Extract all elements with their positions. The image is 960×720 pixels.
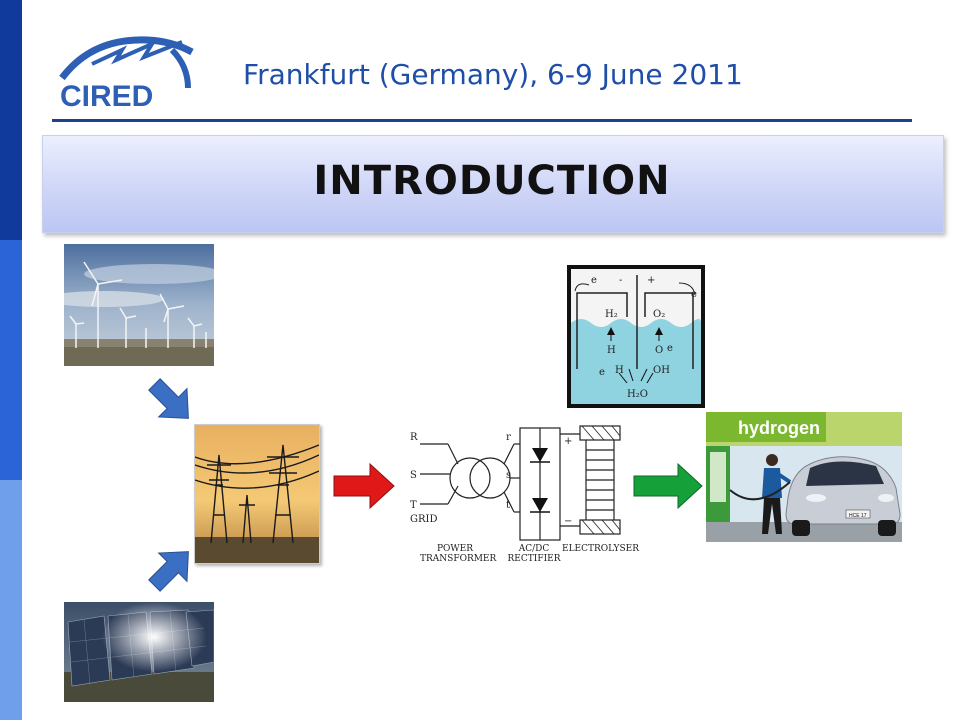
dc-minus-label: −: [564, 516, 572, 527]
oh-label: OH: [653, 365, 670, 376]
slide-title: INTRODUCTION: [313, 158, 671, 204]
phase-label-r: R: [410, 432, 418, 443]
circuit-diagram: R S T r s t GRID + −: [408, 424, 640, 572]
cired-logo: CIRED: [52, 30, 202, 116]
electrolysis-diagram: e - + e H₂ O₂ H O e e H OH H₂O: [567, 265, 705, 408]
electrolyser-caption: ELECTROLYSER: [562, 544, 640, 554]
header-divider: [52, 119, 912, 122]
electrode-e-right: e: [691, 289, 697, 300]
secondary-label-r: r: [506, 432, 511, 443]
o-label: O: [655, 345, 663, 356]
h-label: H: [607, 345, 616, 356]
h-low-label: H: [615, 365, 624, 376]
dc-plus-label: +: [564, 436, 572, 447]
title-banner: [42, 135, 944, 233]
secondary-label-t: t: [506, 500, 510, 511]
conference-info: Frankfurt (Germany), 6-9 June 2011: [243, 58, 743, 91]
phase-label-s: S: [410, 470, 417, 481]
arrow-wind-to-grid-icon: [140, 370, 200, 430]
sidebar-stripe-dark: [0, 0, 22, 240]
logo-text: CIRED: [60, 80, 153, 113]
solar-panels-photo: [64, 602, 214, 702]
secondary-label-s: s: [506, 470, 511, 481]
h2o-label: H₂O: [627, 389, 648, 400]
sidebar-stripe-light: [0, 480, 22, 720]
arrow-electrolyser-to-station-icon: [632, 462, 704, 510]
grid-label: GRID: [410, 514, 438, 525]
sidebar-stripe-mid: [0, 240, 22, 480]
station-sign: hydrogen: [738, 418, 820, 438]
arrow-grid-to-electrolyser-icon: [332, 462, 396, 510]
wind-farm-photo: [64, 244, 214, 366]
power-lines-photo: [194, 424, 320, 564]
electrode-minus: -: [619, 275, 622, 286]
hydrogen-station-photo: hydrogen HCE 17: [706, 412, 902, 542]
electrode-e-left: e: [591, 275, 597, 286]
phase-label-t: T: [410, 500, 417, 511]
license-plate: HCE 17: [849, 513, 867, 519]
e-low-label: e: [599, 367, 605, 378]
h2-label: H₂: [605, 309, 618, 320]
e-mid-label: e: [667, 343, 673, 354]
o2-label: O₂: [653, 309, 665, 320]
arrow-solar-to-grid-icon: [140, 540, 200, 600]
electrode-plus: +: [647, 275, 655, 286]
